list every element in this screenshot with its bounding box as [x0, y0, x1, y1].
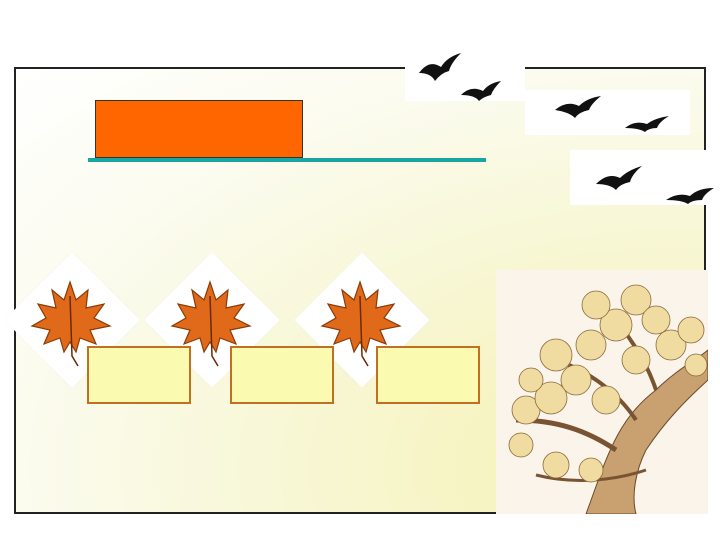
- maple-leaf-icon: [320, 280, 402, 367]
- flying-geese-icon: [419, 53, 501, 101]
- maple-leaf-icon: [30, 280, 112, 367]
- flying-geese-icon: [596, 166, 714, 204]
- leaf-tile-1: [4, 252, 140, 388]
- geese-tile-1: [405, 43, 525, 101]
- title-box: [95, 100, 303, 158]
- leaf-tile-2: [144, 252, 280, 388]
- leaf-tile-3: [294, 252, 430, 388]
- maple-leaf-icon: [170, 280, 252, 367]
- geese-tile-2: [525, 90, 690, 135]
- flying-geese-icon: [555, 96, 669, 132]
- geese-tile-3: [570, 150, 720, 205]
- autumn-tree-image: [496, 270, 708, 514]
- answer-box-2[interactable]: [230, 346, 334, 404]
- answer-box-3[interactable]: [376, 346, 480, 404]
- title-divider: [88, 158, 486, 162]
- answer-box-1[interactable]: [87, 346, 191, 404]
